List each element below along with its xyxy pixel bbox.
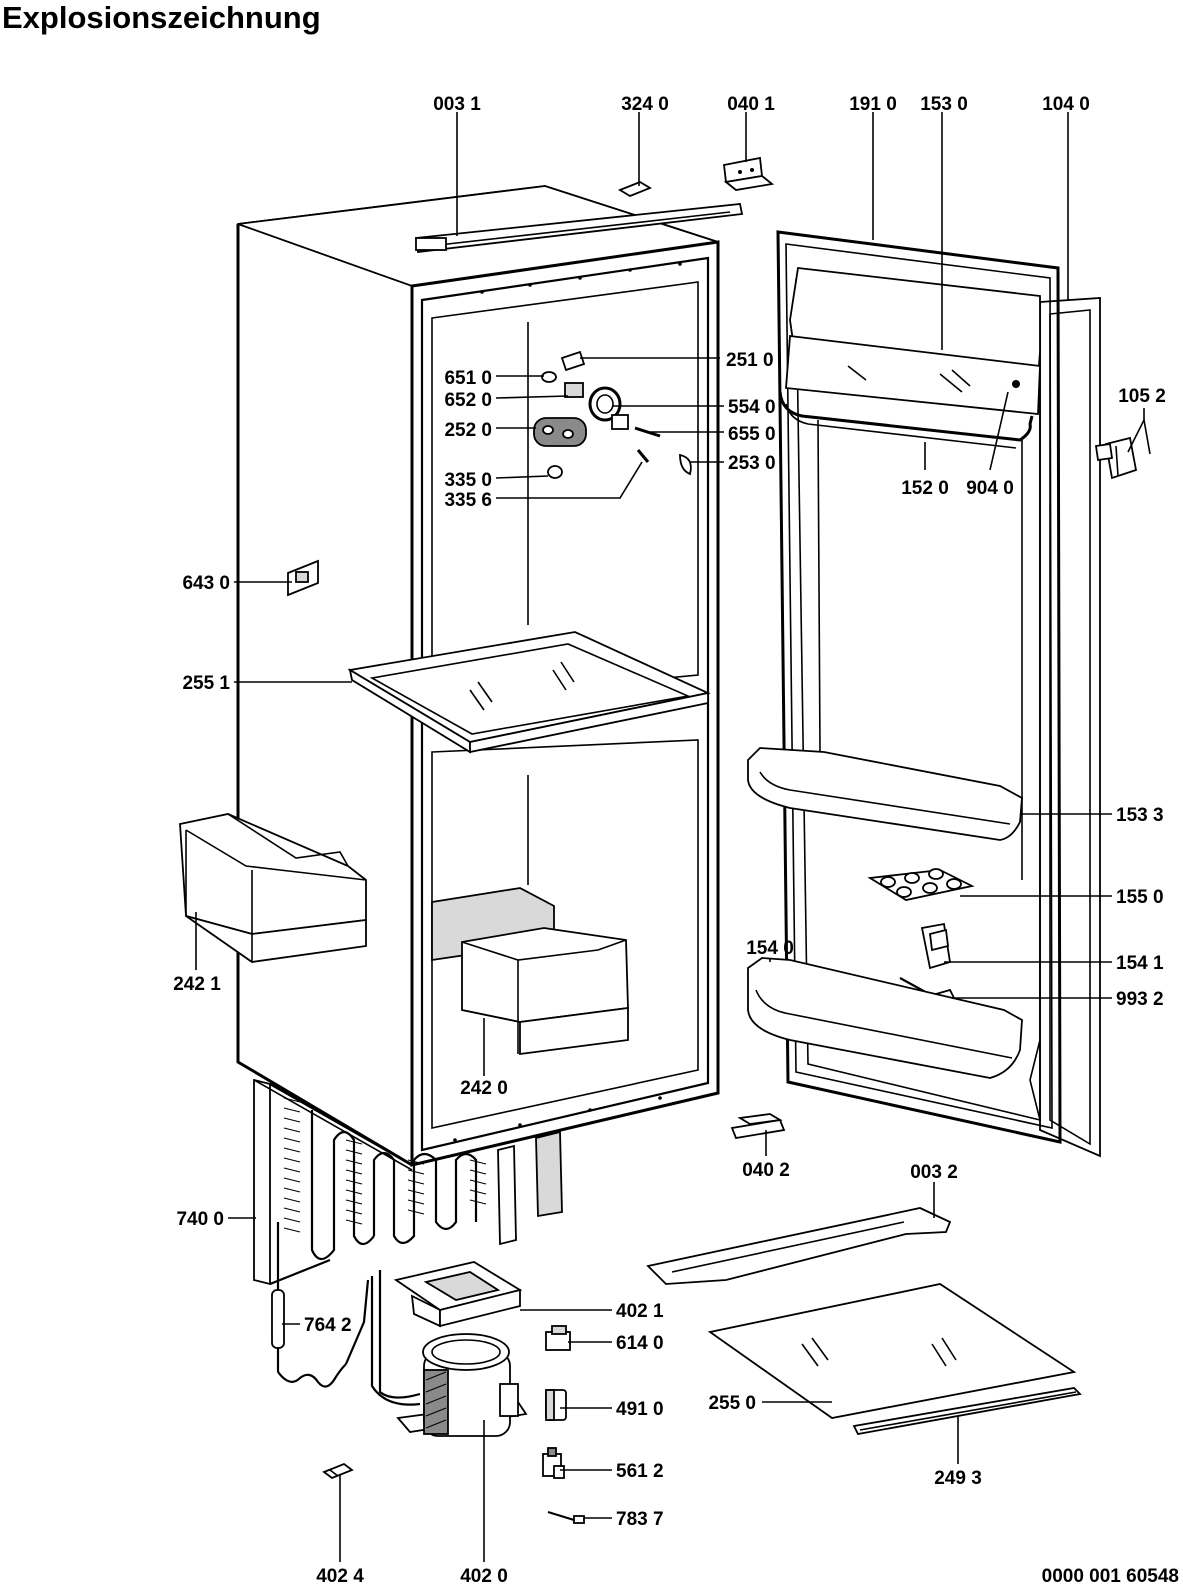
condenser-grille [283, 1097, 487, 1233]
part-label: 255 1 [182, 673, 230, 694]
part-labels: 003 1 324 0 040 1 191 0 153 0 104 0 105 … [173, 94, 1166, 1587]
part-label: 643 0 [182, 573, 230, 594]
part-label: 003 1 [433, 94, 481, 115]
door [747, 230, 1101, 1158]
part-label: 040 1 [727, 94, 775, 115]
part-label: 402 0 [460, 1566, 508, 1587]
part-783-7 [547, 1510, 585, 1524]
egg-tray-155-0 [867, 868, 975, 901]
part-label: 491 0 [616, 1399, 664, 1420]
part-label: 740 0 [176, 1209, 224, 1230]
compressor-mount-402-1 [393, 1261, 523, 1328]
part-label: 252 0 [444, 420, 492, 441]
part-label: 154 0 [746, 938, 794, 959]
part-561-2 [542, 1447, 565, 1479]
part-label: 104 0 [1042, 94, 1090, 115]
part-label: 651 0 [444, 368, 492, 389]
part-label: 764 2 [304, 1315, 352, 1336]
part-label: 561 2 [616, 1461, 664, 1482]
cover-491-0 [545, 1389, 567, 1421]
part-label: 335 6 [444, 490, 492, 511]
part-label: 783 7 [616, 1509, 664, 1530]
part-label: 652 0 [444, 390, 492, 411]
part-label: 155 0 [1116, 887, 1164, 908]
strip-249-3 [852, 1387, 1082, 1436]
relay-614-0 [545, 1325, 571, 1351]
part-402-4 [322, 1462, 354, 1480]
part-label: 105 2 [1118, 386, 1166, 407]
part-040-1 [723, 156, 775, 191]
document-number: 0000 001 60548 [1042, 1566, 1179, 1587]
part-label: 153 0 [920, 94, 968, 115]
part-label: 402 1 [616, 1301, 664, 1322]
part-label: 255 0 [708, 1393, 756, 1414]
part-154-1 [920, 922, 952, 970]
dryer-764-2 [271, 1222, 421, 1406]
part-label: 251 0 [726, 350, 774, 371]
part-label: 614 0 [616, 1333, 664, 1354]
glass-plate-255-0 [707, 1283, 1077, 1419]
part-label: 242 1 [173, 974, 221, 995]
compressor-402-0 [396, 1333, 528, 1437]
part-label: 152 0 [901, 478, 949, 499]
part-label: 993 2 [1116, 989, 1164, 1010]
diagram-title: Explosionszeichnung [2, 0, 321, 35]
part-label: 242 0 [460, 1078, 508, 1099]
part-label: 154 1 [1116, 953, 1164, 974]
drawer-242-1 [179, 813, 367, 963]
part-324-0 [617, 180, 653, 198]
part-label: 402 4 [316, 1566, 364, 1587]
part-label: 040 2 [742, 1160, 790, 1181]
part-label: 335 0 [444, 470, 492, 491]
part-label: 655 0 [728, 424, 776, 445]
hinge-105-2 [1094, 436, 1138, 480]
trim-003-2 [646, 1207, 952, 1285]
condenser-740-0 [253, 1078, 563, 1286]
drawer-242-0 [431, 887, 629, 1056]
part-label: 003 2 [910, 1162, 958, 1183]
part-label: 153 3 [1116, 805, 1164, 826]
glass-shelf-255-1 [347, 631, 711, 754]
part-label: 554 0 [728, 397, 776, 418]
part-label: 904 0 [966, 478, 1014, 499]
part-label: 191 0 [849, 94, 897, 115]
part-label: 249 3 [934, 1468, 982, 1489]
thermostat-assembly [533, 350, 692, 479]
part-643-0 [287, 559, 319, 597]
part-label: 253 0 [728, 453, 776, 474]
hinge-040-2 [730, 1113, 786, 1140]
part-label: 324 0 [621, 94, 669, 115]
leader-lines [195, 112, 1151, 1562]
